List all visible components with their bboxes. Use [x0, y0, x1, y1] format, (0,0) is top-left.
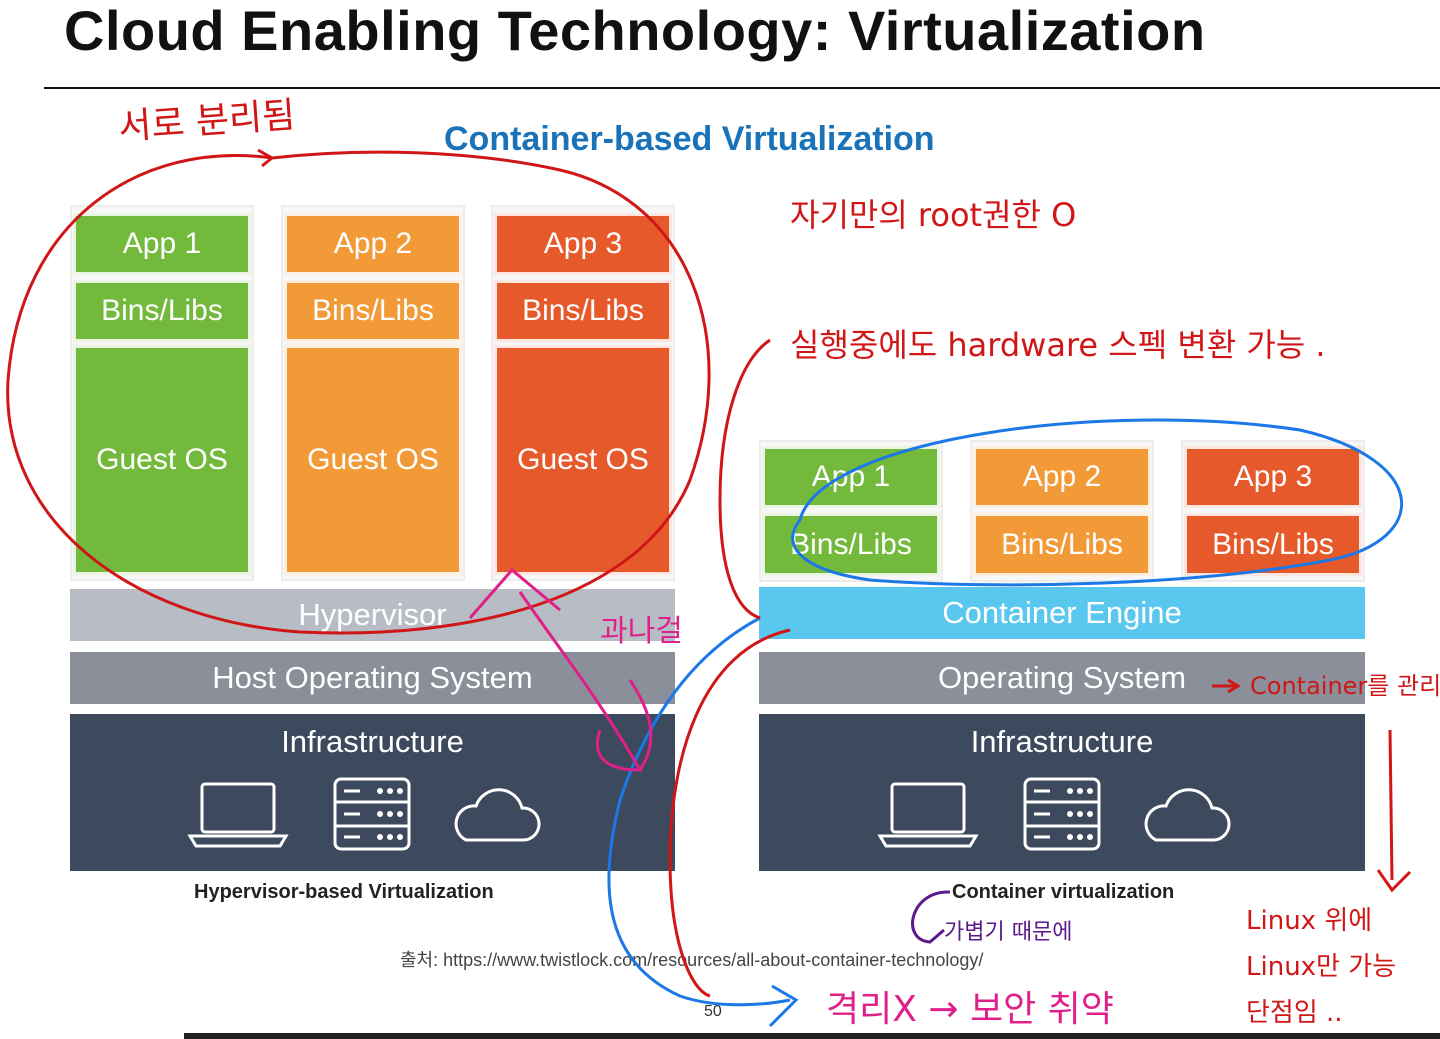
host-os-layer: Host Operating System: [70, 652, 675, 704]
annotation-layer-note: 과나걸: [600, 614, 683, 649]
container-caption: Container virtualization: [952, 881, 1175, 903]
annotation-middle-right: 실행중에도 hardware 스펙 변환 가능 .: [790, 326, 1326, 364]
annotation-linux-note: Linux 위에 Linux만 가능 단점임 ..: [1246, 906, 1397, 1028]
ink-red-circle: [6, 150, 711, 635]
hypervisor-caption: Hypervisor-based Virtualization: [194, 881, 494, 903]
slide-subtitle: Container-based Virtualization: [444, 120, 935, 158]
vm3-app: App 3: [494, 213, 672, 275]
infrastructure-label-right: Infrastructure: [970, 724, 1154, 759]
infrastructure-layer-left: Infrastructure: [70, 714, 675, 871]
ink-blue-ellipse: [791, 418, 1403, 587]
vm3-guest-os: Guest OS: [494, 345, 672, 575]
annotation-os-note: Container를 관리: [1250, 672, 1440, 700]
c1-libs: Bins/Libs: [762, 513, 940, 576]
vm2-libs: Bins/Libs: [284, 280, 462, 342]
infrastructure-label-left: Infrastructure: [281, 724, 464, 759]
ink-magenta-line: [628, 679, 653, 771]
ink-red-down-arrow: [1376, 729, 1412, 893]
vm2-guest-os: Guest OS: [284, 345, 462, 575]
annotation-caption-note: 가볍기 때문에: [944, 920, 1073, 945]
footer-rule: [184, 1033, 1440, 1039]
infrastructure-layer-right: Infrastructure: [759, 714, 1365, 871]
container-engine-layer: Container Engine: [759, 587, 1365, 639]
title-divider: [44, 87, 1440, 89]
c3-app: App 3: [1184, 446, 1362, 508]
c2-libs: Bins/Libs: [973, 513, 1151, 576]
ink-purple-curl: [911, 890, 951, 944]
cloud-icon: [454, 788, 541, 842]
server-icon: [1023, 777, 1101, 851]
vm1-libs: Bins/Libs: [73, 280, 251, 342]
ink-red-right-arrow: [1212, 678, 1241, 694]
c3-libs: Bins/Libs: [1184, 513, 1362, 576]
server-icon: [333, 777, 411, 851]
vm3-libs: Bins/Libs: [494, 280, 672, 342]
ink-red-tick: [257, 148, 275, 168]
page-number: 50: [704, 1003, 722, 1020]
slide-title: Cloud Enabling Technology: Virtualizatio…: [64, 0, 1206, 62]
vm2-app: App 2: [284, 213, 462, 275]
ink-red-curve-right: [668, 628, 791, 998]
vm1-app: App 1: [73, 213, 251, 275]
vm1-guest-os: Guest OS: [73, 345, 251, 575]
c2-app: App 2: [973, 446, 1151, 508]
ink-magenta-arrow: [468, 567, 643, 772]
annotation-top-right: 자기만의 root권한 O: [790, 196, 1077, 234]
cloud-icon: [1144, 788, 1231, 842]
ink-blue-arrowhead: [768, 984, 799, 1028]
ink-blue-curve: [607, 616, 791, 1007]
operating-system-layer: Operating System: [759, 652, 1365, 704]
ink-red-bracket: [718, 338, 771, 620]
laptop-icon: [187, 782, 289, 848]
annotation-bottom-note: 격리X → 보안 취약: [826, 989, 1114, 1030]
laptop-icon: [877, 782, 979, 848]
source-link[interactable]: 출처: https://www.twistlock.com/resources/…: [400, 950, 984, 970]
